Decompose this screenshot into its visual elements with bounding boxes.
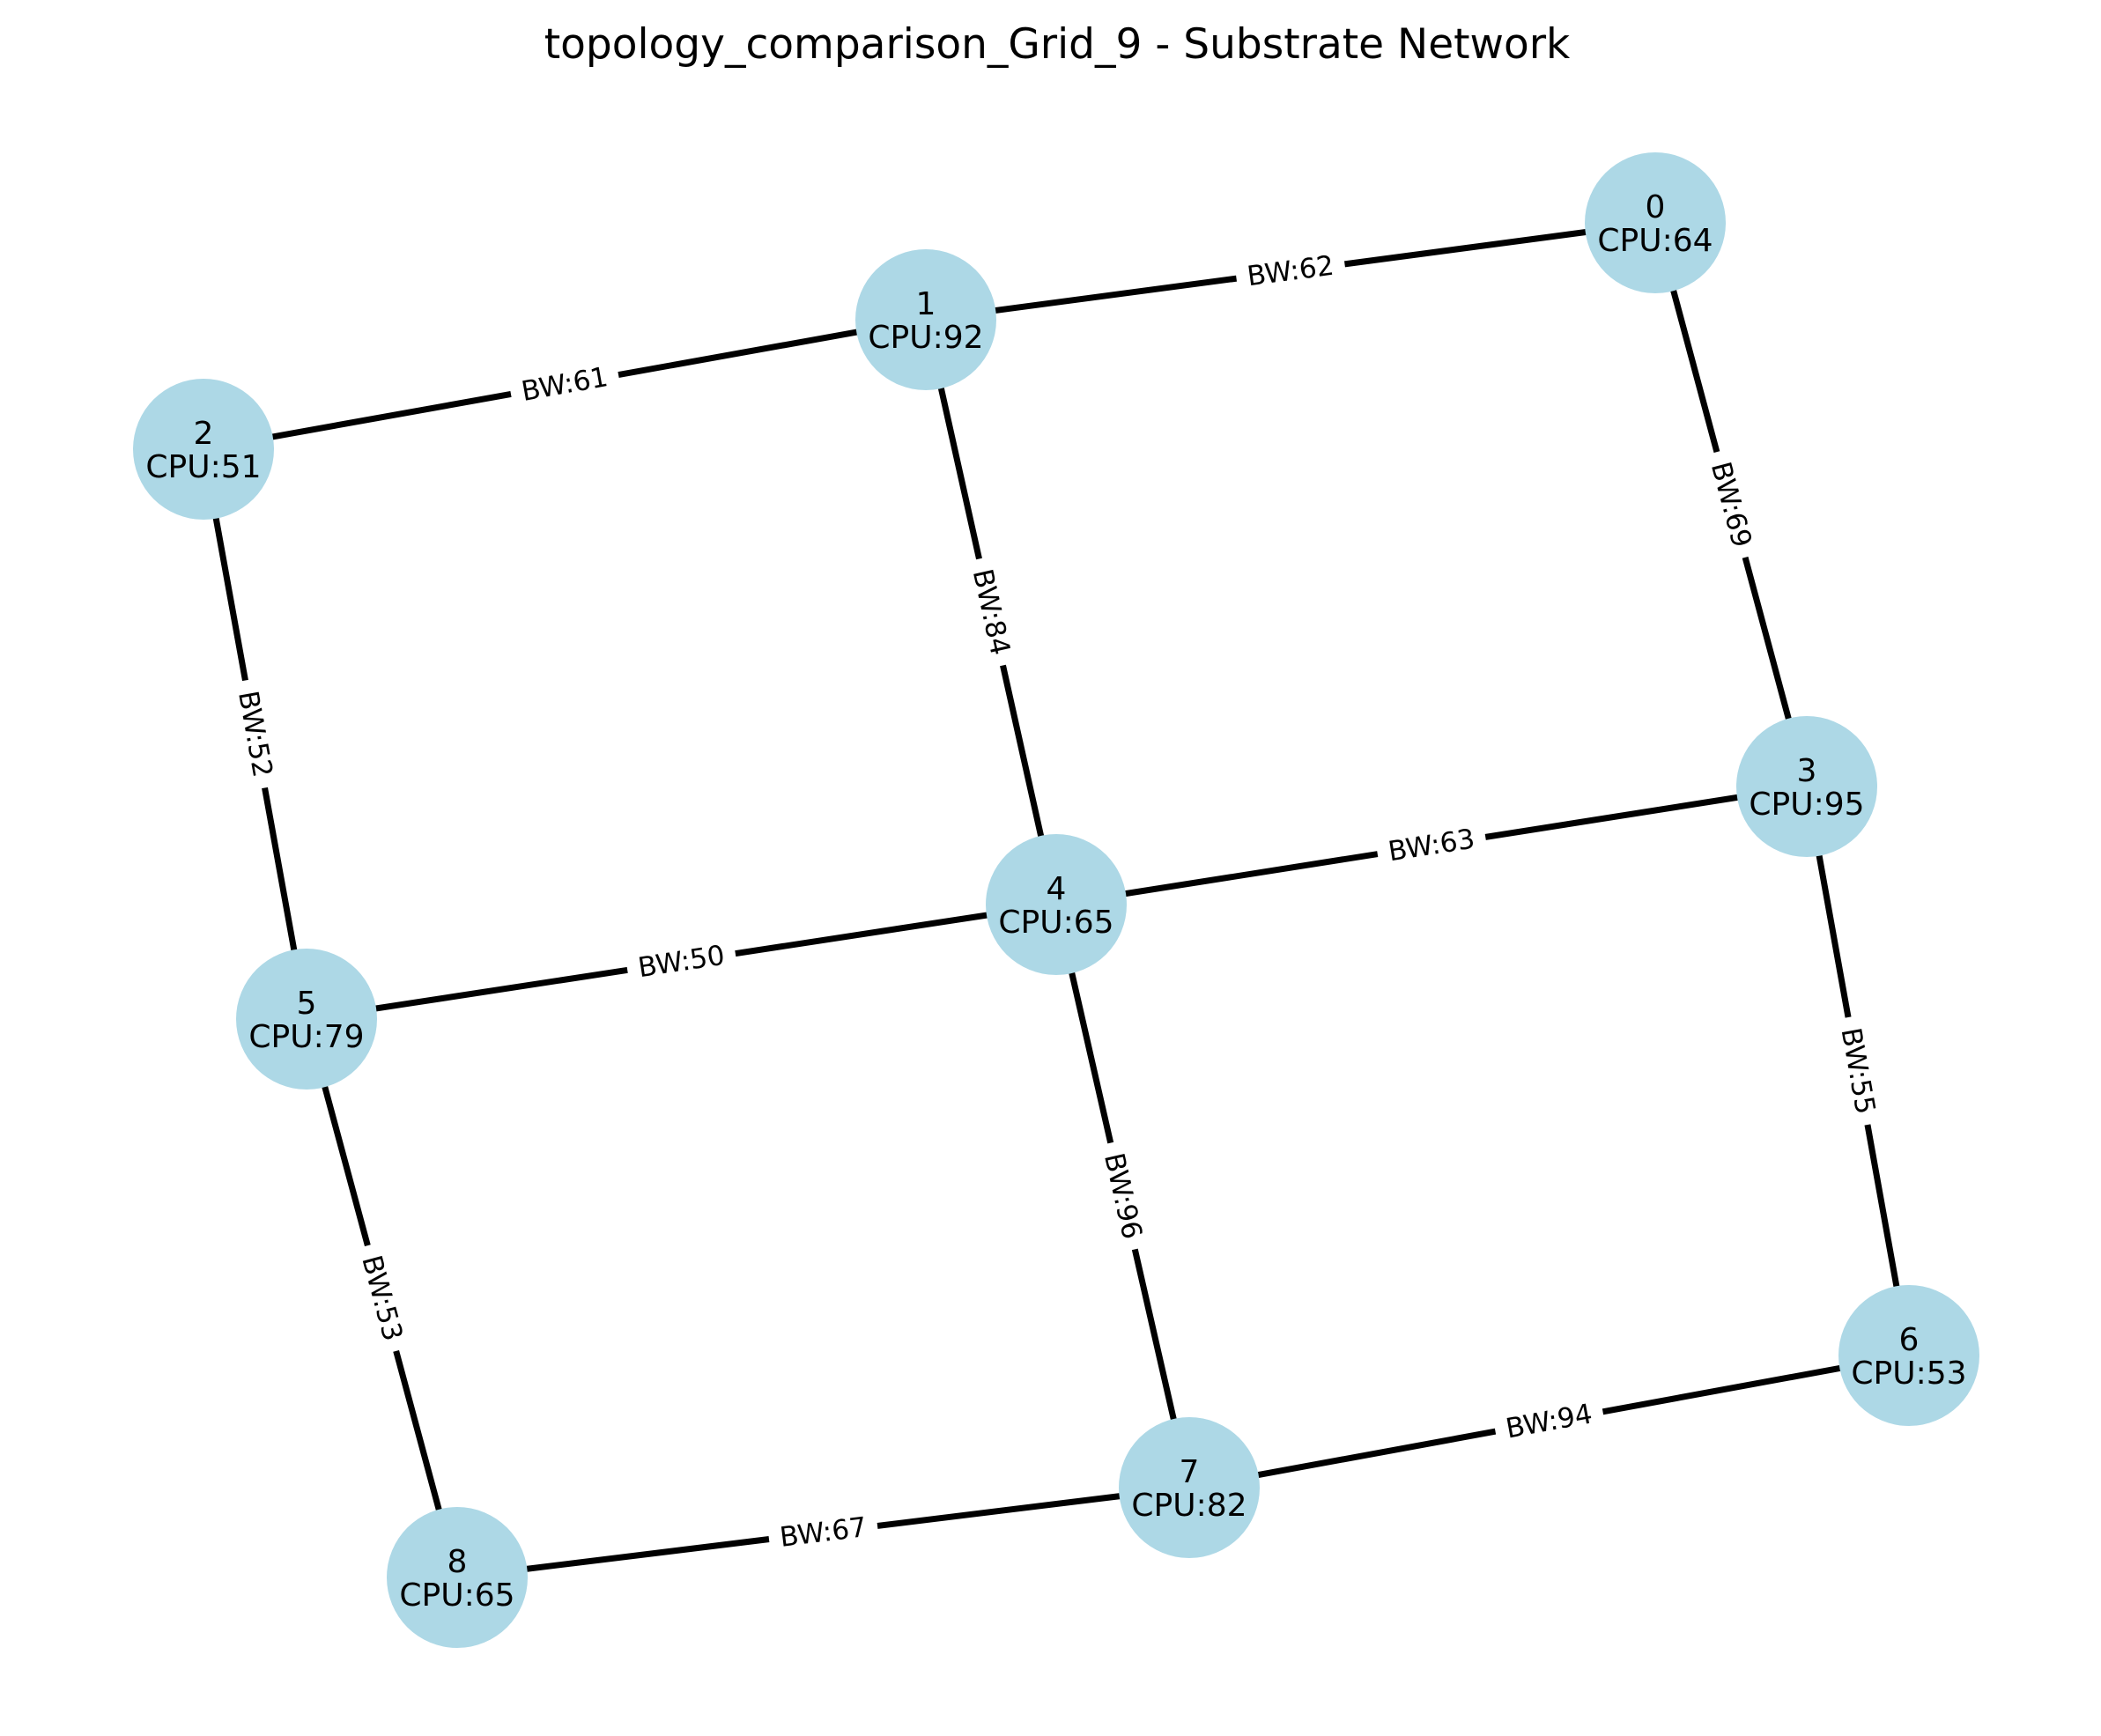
node-cpu-label: CPU:65 [998,905,1113,941]
node-cpu-label: CPU:53 [1851,1356,1966,1392]
nodes-layer: 0CPU:641CPU:922CPU:513CPU:954CPU:655CPU:… [133,152,1979,1648]
edge-label-background [226,676,285,792]
edge-label-background [766,1506,880,1559]
node-circle [387,1507,528,1648]
edge-label-5-4: BW:50 [624,934,739,990]
node-id-label: 3 [1797,753,1817,789]
edge-label-background [1374,817,1489,874]
edge-label-background [1491,1392,1607,1451]
edge-label-background [1091,1138,1154,1254]
node-cpu-label: CPU:92 [868,320,983,356]
node-circle [1119,1417,1260,1558]
edge-label-3-6: BW:55 [1829,1014,1887,1128]
edge-label-5-8: BW:53 [349,1240,415,1356]
node-cpu-label: CPU:65 [399,1577,514,1614]
node-id-label: 6 [1899,1322,1920,1358]
node-circle [236,949,377,1090]
graph-title: topology_comparison_Grid_9 - Substrate N… [544,20,1571,69]
edge-label-2-5: BW:52 [226,676,285,792]
edge-label-background [960,554,1022,670]
edge-label-1-4: BW:84 [960,554,1022,670]
edge-label-4-3: BW:63 [1374,817,1489,874]
edge-label-2-1: BW:61 [507,355,622,414]
node-cpu-label: CPU:64 [1597,223,1713,259]
node-circle [1585,152,1726,293]
node-id-label: 4 [1047,871,1067,907]
edge-label-7-6: BW:94 [1491,1392,1607,1451]
edge-label-4-7: BW:96 [1091,1138,1154,1254]
node-cpu-label: CPU:82 [1131,1488,1247,1524]
edge-label-1-0: BW:62 [1233,245,1348,298]
edge-label-background [349,1240,415,1356]
edge-label-background [1698,447,1764,563]
node-id-label: 1 [916,286,936,322]
node-cpu-label: CPU:79 [248,1019,364,1055]
node-id-label: 2 [194,416,214,452]
edge-label-text: BW:50 [636,940,727,985]
edge-label-background [624,934,739,990]
node-circle [1838,1285,1979,1426]
edge-label-background [507,355,622,414]
node-id-label: 5 [297,986,317,1022]
node-cpu-label: CPU:51 [145,449,261,485]
edge-label-0-3: BW:69 [1698,447,1764,563]
edge-label-background [1233,245,1348,298]
node-id-label: 8 [448,1544,468,1580]
edge-label-8-7: BW:67 [766,1506,880,1559]
node-circle [133,379,274,520]
edge-label-background [1829,1014,1887,1128]
edge-label-text: BW:63 [1386,824,1476,868]
node-cpu-label: CPU:95 [1749,787,1864,823]
node-circle [1736,716,1877,857]
node-circle [986,834,1127,975]
node-id-label: 0 [1646,189,1666,225]
node-id-label: 7 [1180,1454,1200,1490]
node-circle [855,249,996,390]
edge-labels-layer: BW:62BW:61BW:69BW:84BW:52BW:63BW:50BW:55… [226,245,1887,1559]
